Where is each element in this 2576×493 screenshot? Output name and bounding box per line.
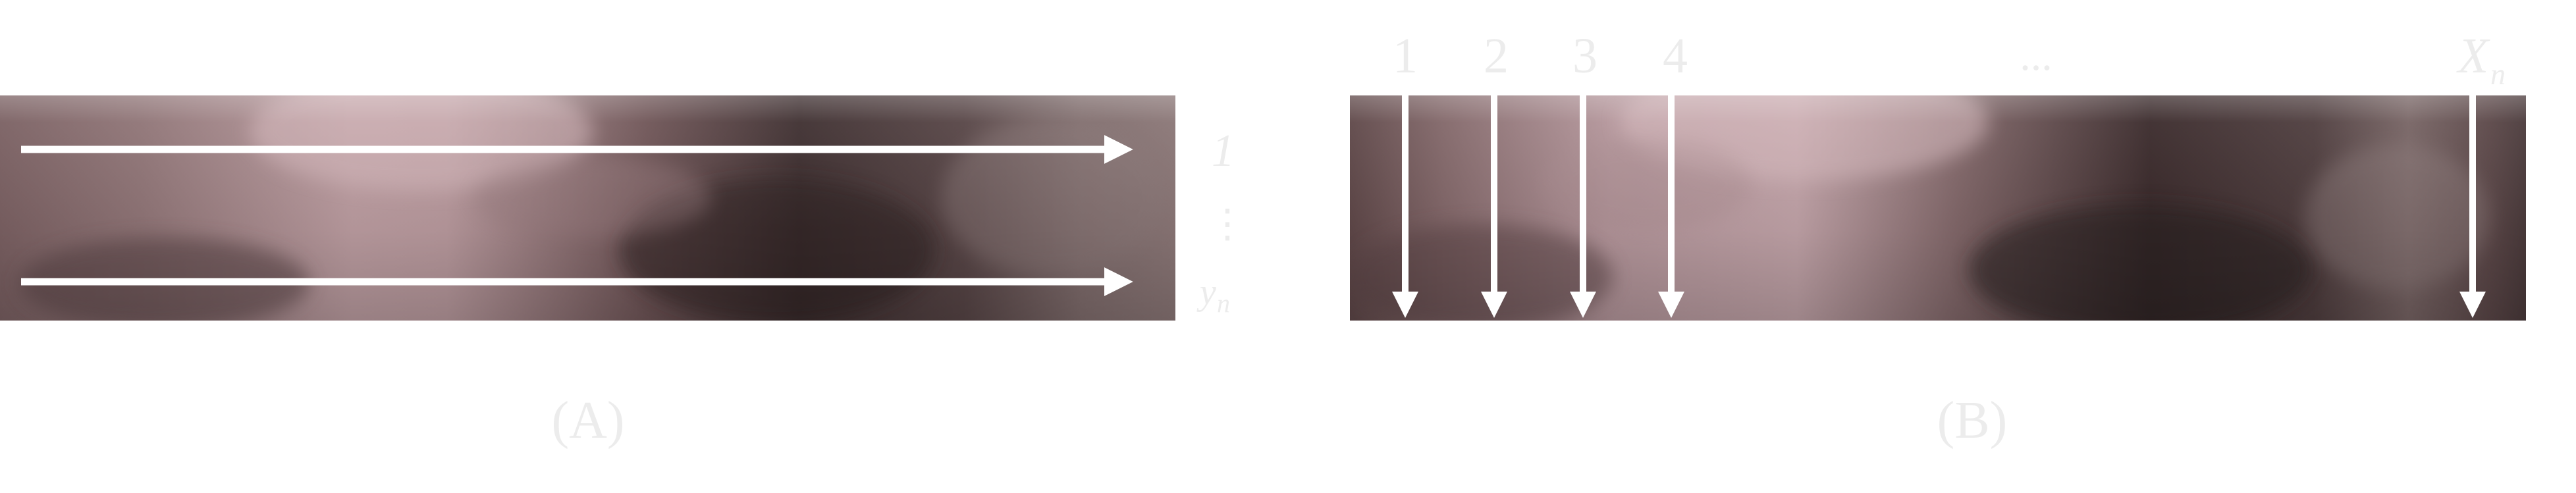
tissue-strip-b [1350,95,2526,321]
row-label-vdots: ⋮ [1208,202,1247,246]
tissue-strip-a [0,95,1175,321]
column-label-1: 1 [1393,28,1418,84]
panel-a: 1 ⋮ y n (A) [0,95,1247,450]
column-label-x-subscript: n [2490,57,2506,91]
row-label-1: 1 [1212,126,1235,176]
column-label-ellipsis: ... [2020,32,2053,80]
panel-b-caption: (B) [1937,392,2008,450]
panel-b: 1 2 3 4 ... X n (B) [1350,28,2526,450]
column-label-2: 2 [1484,28,1509,84]
column-label-3: 3 [1572,28,1597,84]
column-label-4: 4 [1663,28,1688,84]
column-label-x: X [2456,28,2490,84]
row-label-y: y [1196,272,1216,313]
row-label-y-subscript: n [1217,288,1230,318]
panel-a-caption: (A) [551,392,624,450]
